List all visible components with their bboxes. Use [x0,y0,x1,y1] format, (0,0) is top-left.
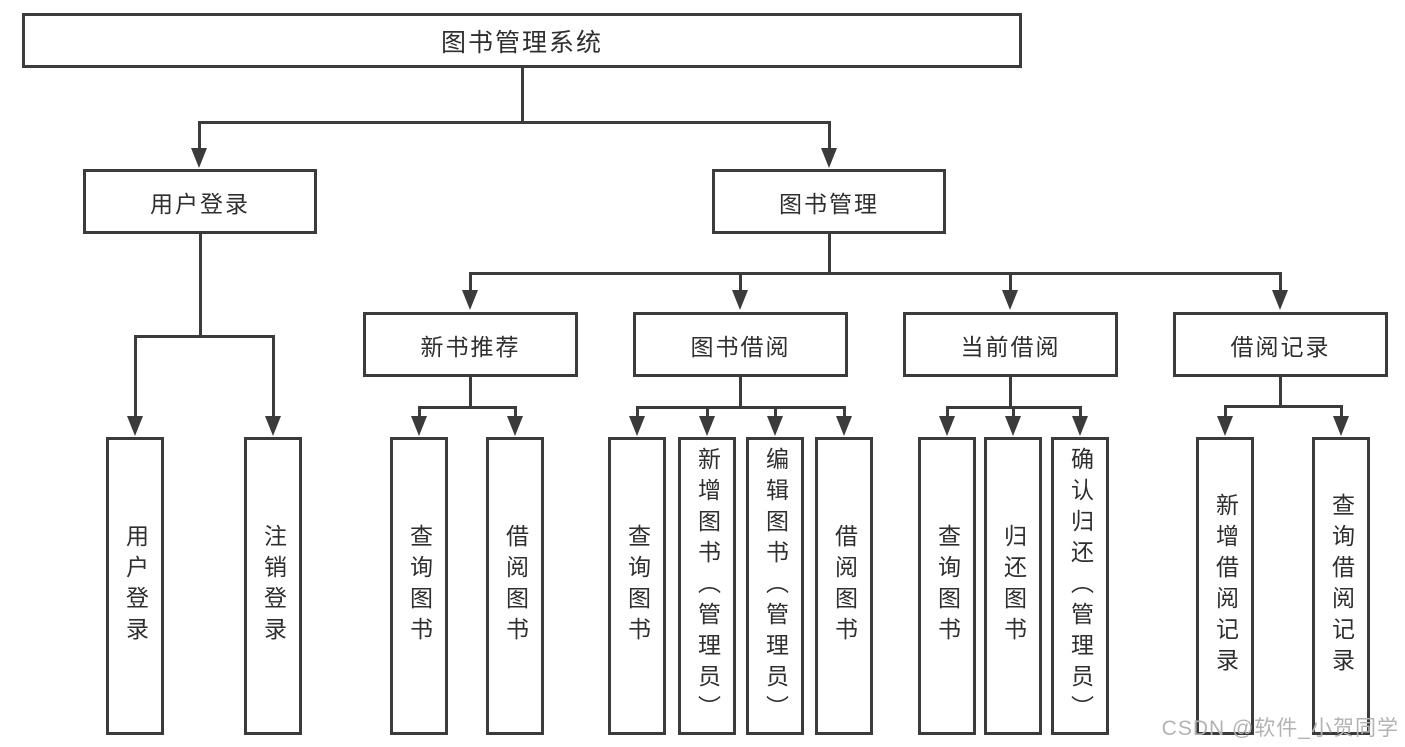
node-label: 用户登录 [122,524,149,648]
connector-line [1278,273,1282,292]
arrow-down-icon [127,416,143,436]
connector-line [635,405,846,409]
arrow-down-icon [699,416,715,436]
connector-line [705,407,709,418]
node-label: 查询图书 [934,524,961,648]
connector-line [520,68,524,124]
node-label: 注销登录 [260,524,287,648]
arrow-down-icon [1072,416,1088,436]
leaf-recommend-borrow-books: 借阅图书 [486,437,544,735]
leaf-current-query-books: 查询图书 [918,437,976,735]
node-book-management: 图书管理 [712,169,946,234]
connector-line [773,407,777,418]
connector-line [133,336,137,418]
node-user-login: 用户登录 [83,169,317,234]
node-label: 用户登录 [150,190,250,217]
node-new-book-recommend: 新书推荐 [363,312,578,377]
arrow-down-icon [629,416,645,436]
connector-line [1008,377,1012,409]
connector-line [827,122,831,150]
connector-line [417,407,421,418]
arrow-down-icon [507,416,523,436]
arrow-down-icon [732,290,748,310]
connector-line [133,334,275,338]
node-label: 编辑图书（管理员） [762,446,789,726]
node-label: 借阅图书 [831,524,858,648]
node-label: 当前借阅 [960,333,1061,360]
arrow-down-icon [1002,290,1018,310]
arrow-down-icon [1333,416,1349,436]
leaf-logout: 注销登录 [244,437,302,735]
leaf-borrow-add-books-admin: 新增图书（管理员） [678,437,736,735]
connector-line [468,273,472,292]
leaf-borrow-borrow-books: 借阅图书 [815,437,873,735]
node-label: 借阅图书 [502,524,529,648]
node-label: 确认归还（管理员） [1067,446,1094,726]
arrow-down-icon [1217,416,1233,436]
connector-line [738,377,742,409]
node-label: 借阅记录 [1230,333,1331,360]
node-label: 归还图书 [1000,524,1027,648]
arrow-down-icon [1005,416,1021,436]
connector-line [198,234,202,338]
connector-line [1223,404,1343,408]
connector-line [197,120,831,124]
connector-line [1011,407,1015,418]
arrow-down-icon [462,290,478,310]
node-label: 图书借阅 [690,333,791,360]
node-label: 图书管理系统 [440,28,603,57]
connector-line [417,405,517,409]
connector-line [197,122,201,150]
node-label: 新增图书（管理员） [694,446,721,726]
leaf-borrow-query-books: 查询图书 [608,437,666,735]
connector-line [1278,377,1282,408]
node-label: 查询图书 [406,524,433,648]
node-label: 查询图书 [624,524,651,648]
leaf-borrow-edit-books-admin: 编辑图书（管理员） [746,437,804,735]
connector-line [468,271,1282,275]
connector-line [738,273,742,292]
arrow-down-icon [939,416,955,436]
leaf-current-confirm-return-admin: 确认归还（管理员） [1051,437,1109,735]
connector-line [635,407,639,418]
csdn-watermark: CSDN @软件_小贺同学 [1161,717,1399,740]
connector-line [1008,273,1012,292]
node-label: 查询借阅记录 [1328,493,1355,679]
leaf-recommend-query-books: 查询图书 [390,437,448,735]
node-label: 新增借阅记录 [1212,493,1239,679]
node-label: 新书推荐 [420,333,521,360]
arrow-down-icon [265,416,281,436]
node-current-borrow: 当前借阅 [903,312,1118,377]
connector-line [468,377,472,409]
leaf-current-return-books: 归还图书 [984,437,1042,735]
leaf-user-login: 用户登录 [106,437,164,735]
connector-line [271,336,275,418]
node-borrow-records: 借阅记录 [1173,312,1388,377]
arrow-down-icon [821,148,837,168]
connector-line [827,234,831,275]
arrow-down-icon [191,148,207,168]
leaf-records-add-record: 新增借阅记录 [1196,437,1254,735]
arrow-down-icon [1272,290,1288,310]
node-book-borrow: 图书借阅 [633,312,848,377]
node-root-library-management-system: 图书管理系统 [22,13,1022,68]
connector-line [1223,406,1227,418]
leaf-records-query-record: 查询借阅记录 [1312,437,1370,735]
connector-line [513,407,517,418]
arrow-down-icon [411,416,427,436]
node-label: 图书管理 [779,190,879,217]
connector-line [1339,406,1343,418]
connector-line [945,407,949,418]
arrow-down-icon [836,416,852,436]
connector-line [1078,407,1082,418]
connector-line [842,407,846,418]
arrow-down-icon [767,416,783,436]
